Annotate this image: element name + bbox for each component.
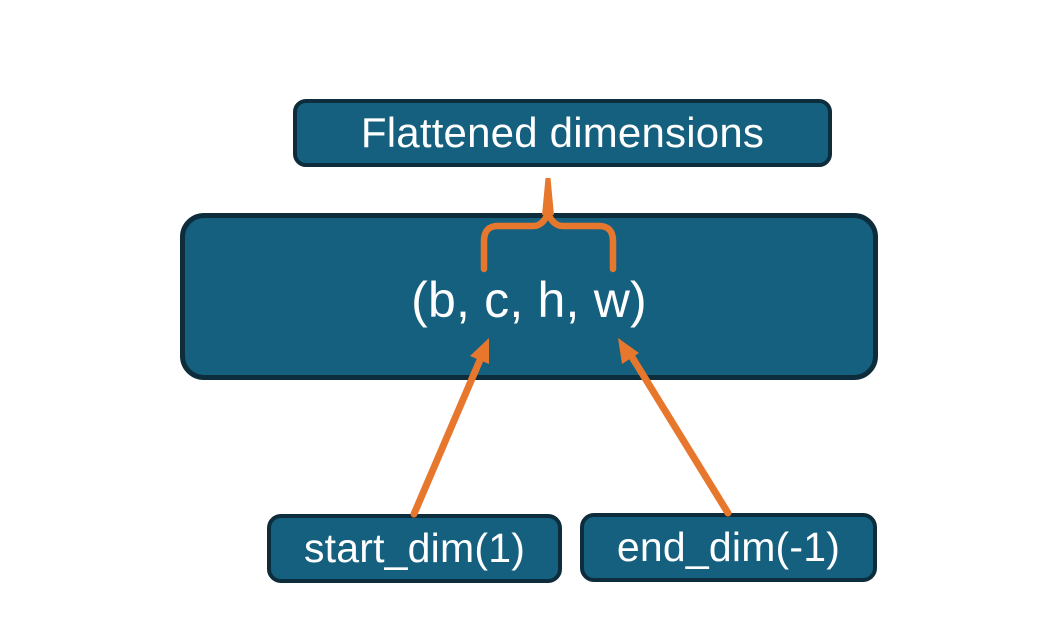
brace-stem: [542, 178, 554, 215]
end-dim-arrow-shaft: [628, 353, 732, 517]
end-dim-label: end_dim(-1): [616, 524, 841, 570]
flattened-dimensions-label: Flattened dimensions: [360, 109, 765, 156]
flattened-dimensions-box: Flattened dimensions: [293, 99, 832, 167]
tensor-shape-label: (b, c, h, w): [411, 271, 647, 328]
end-dim-box: end_dim(-1): [580, 513, 877, 582]
start-dim-arrow-shaft: [410, 356, 484, 518]
start-dim-label: start_dim(1): [303, 525, 526, 571]
start-dim-box: start_dim(1): [267, 514, 562, 583]
tensor-shape-box: (b, c, h, w): [180, 213, 878, 380]
